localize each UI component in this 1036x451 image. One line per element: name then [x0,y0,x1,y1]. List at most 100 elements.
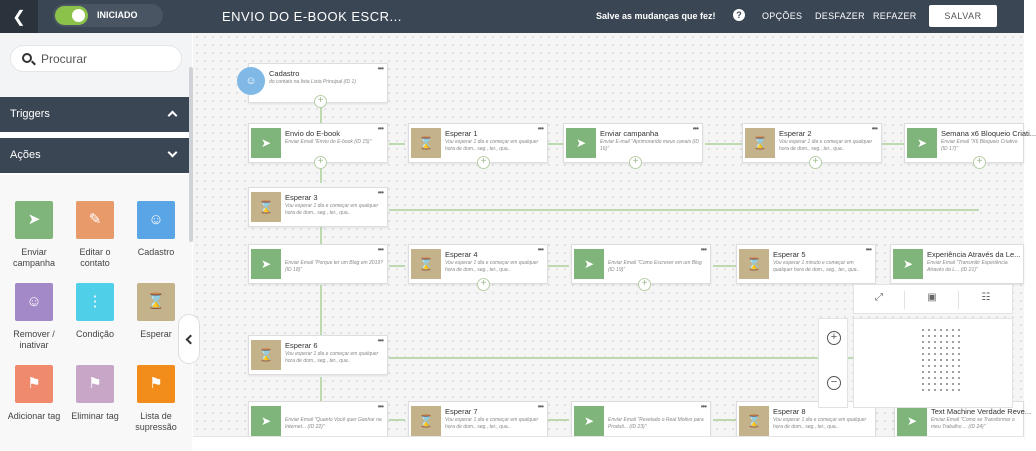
send-icon: ➤ [574,406,604,436]
more-icon[interactable]: ••• [377,245,384,254]
triggers-label: Triggers [10,108,50,120]
workflow-canvas[interactable]: Cadastro do contato na lista Lista Princ… [193,33,1036,441]
connector-line [320,226,322,244]
connector-line [541,265,569,267]
top-bar: ❮ INICIADO ENVIO DO E-BOOK ESCR... Salve… [0,0,1024,33]
divider [958,291,959,309]
connector-line [320,95,322,123]
node-wait[interactable]: ⌛ Esperar 7 Vou esperar 1 dia e começar … [408,401,548,441]
send-icon: ➤ [574,249,604,279]
condition-icon: ⋮ [76,283,114,321]
action-remove-contact[interactable]: ☺ Remover / inativar [3,283,65,351]
more-icon[interactable]: ••• [377,64,384,73]
save-button[interactable]: SALVAR [929,5,997,27]
suppression-icon: ⚑ [137,365,175,403]
search-input[interactable]: Procurar [10,45,182,72]
redo-button[interactable]: REFAZER [873,11,917,21]
connector-line [713,265,743,267]
send-icon: ➤ [15,201,53,239]
minimap[interactable] [853,318,1013,408]
node-send-email[interactable]: ➤ Experiência Através da Le... Enviar Em… [890,244,1024,284]
more-icon[interactable]: ••• [692,124,699,133]
unsaved-message: Salve as mudanças que fez! [596,11,716,21]
action-suppression-list[interactable]: ⚑ Lista de supressão [125,365,187,433]
zoom-controls: + − [818,318,848,408]
add-step-button[interactable] [314,95,327,108]
action-edit-contact[interactable]: ✎ Editar o contato [64,201,126,269]
action-send-campaign[interactable]: ➤ Enviar campanha [3,201,65,269]
more-icon[interactable]: ••• [377,336,384,345]
more-icon[interactable]: ••• [377,124,384,133]
triggers-section-header[interactable]: Triggers [0,97,192,132]
more-icon[interactable]: ••• [377,188,384,197]
action-condition[interactable]: ⋮ Condição [64,283,126,340]
chevron-left-icon: ❮ [12,8,26,26]
hourglass-icon: ⌛ [411,406,441,436]
options-button[interactable]: OPÇÕES [762,11,803,21]
action-wait[interactable]: ⌛ Esperar [125,283,187,340]
status-toggle-container[interactable] [53,4,163,27]
undo-button[interactable]: DESFAZER [815,11,865,21]
zoom-in-button[interactable]: + [827,331,841,345]
node-wait[interactable]: ⌛ Esperar 3 Vou esperar 1 dia e começar … [248,187,388,227]
actions-label: Ações [10,149,41,161]
hourglass-icon: ⌛ [411,128,441,158]
hierarchy-icon[interactable]: ☷ [981,292,991,303]
more-icon[interactable]: ••• [377,402,384,411]
page-title[interactable]: ENVIO DO E-BOOK ESCR... [222,9,402,24]
node-wait[interactable]: ⌛ Esperar 8 Vou esperar 1 dia e começar … [736,401,876,441]
hourglass-icon: ⌛ [739,406,769,436]
connector-line [705,143,743,145]
node-wait[interactable]: ⌛ Esperar 6 Vou esperar 1 dia e começar … [248,335,388,375]
add-step-button[interactable] [629,156,642,169]
add-user-icon: ☺ [137,201,175,239]
back-button[interactable]: ❮ [0,0,38,33]
node-send-email[interactable]: ➤ Enviar Email "Revelado o Real Motivo p… [571,401,711,441]
add-step-button[interactable] [638,278,651,291]
add-step-button[interactable] [809,156,822,169]
hourglass-icon: ⌛ [137,283,175,321]
sidebar: Procurar Triggers Ações ➤ Enviar campanh… [0,33,193,451]
more-icon[interactable]: ••• [537,245,544,254]
more-icon[interactable]: ••• [871,124,878,133]
action-subscribe[interactable]: ☺ Cadastro [125,201,187,258]
zoom-out-button[interactable]: − [827,376,841,390]
collapse-sidebar-button[interactable] [178,314,200,364]
more-icon[interactable]: ••• [700,402,707,411]
action-add-tag[interactable]: ⚑ Adicionar tag [3,365,65,422]
add-step-button[interactable] [477,278,490,291]
chevron-down-icon [167,147,178,158]
node-send-email[interactable]: ➤ Enviar Email "Como Escrever em um Blog… [571,244,711,284]
expand-icon[interactable]: ⤢ [875,292,883,303]
help-icon[interactable]: ? [733,9,745,21]
more-icon[interactable]: ••• [537,402,544,411]
more-icon[interactable]: ••• [865,245,872,254]
more-icon[interactable]: ••• [700,245,707,254]
search-area: Procurar [0,33,192,97]
connector-line [881,143,905,145]
search-icon [22,53,32,63]
node-send-email[interactable]: ➤ Enviar Email "Quanto Você quer Ganhar … [248,401,388,441]
add-step-button[interactable] [973,156,986,169]
canvas-toolbar: ⤢ ▣ ☷ [853,284,1013,314]
send-icon: ➤ [251,128,281,158]
connector-line [541,143,565,145]
connector-line [389,209,979,211]
status-toggle[interactable] [55,6,88,25]
image-icon[interactable]: ▣ [927,292,937,303]
sidebar-scrollbar[interactable] [189,67,193,242]
action-remove-tag[interactable]: ⚑ Eliminar tag [64,365,126,422]
connector-line [713,419,743,421]
hourglass-icon: ⌛ [745,128,775,158]
more-icon[interactable]: ••• [537,124,544,133]
add-step-button[interactable] [477,156,490,169]
hourglass-icon: ⌛ [251,340,281,370]
actions-section-header[interactable]: Ações [0,138,192,173]
add-step-button[interactable] [314,156,327,169]
connector-line [389,265,405,267]
node-send-email[interactable]: ➤ Enviar campanha Enviar E-mail "Aprimor… [563,123,703,163]
node-send-email[interactable]: ➤ Enviar Email "Porque ter um Blog em 20… [248,244,388,284]
node-send-email[interactable]: ➤ Semana x6 Bloqueio Criati... Enviar Em… [904,123,1036,163]
node-wait[interactable]: ⌛ Esperar 5 Vou esperar 1 minuto e começ… [736,244,876,284]
canvas-footer [193,436,1024,451]
